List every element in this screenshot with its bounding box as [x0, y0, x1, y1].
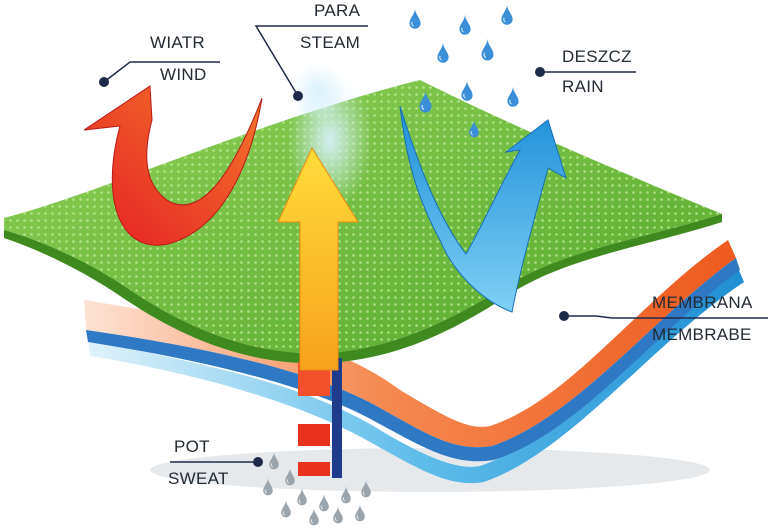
sweat-drop-icon — [332, 506, 344, 524]
water-drop-icon — [500, 4, 514, 26]
sweat-drop-icon — [280, 500, 292, 518]
water-drop-icon — [460, 80, 474, 102]
outer-fabric-edge — [4, 214, 722, 364]
sweat-drop-icon — [354, 504, 366, 522]
label-sweat-pl: POT — [174, 437, 210, 456]
sweat-drop-icon — [296, 488, 308, 506]
wind-arrow-icon — [83, 85, 263, 246]
label-sweat-en: SWEAT — [168, 469, 229, 488]
membrane-layer — [84, 240, 736, 448]
water-drop-icon — [436, 42, 450, 64]
label-membrane-en: MEMBRABE — [652, 325, 752, 344]
water-drop-icon — [480, 38, 495, 62]
rain-arrow-icon — [399, 105, 567, 313]
water-drop-icon — [506, 86, 520, 108]
label-rain-en: RAIN — [562, 77, 604, 96]
water-drop-icon — [408, 8, 422, 30]
sweat-drop-icon — [318, 494, 330, 512]
label-steam-pl: PARA — [314, 1, 361, 20]
label-wind-en: WIND — [160, 65, 207, 84]
label-rain-pl: DESZCZ — [562, 47, 632, 66]
membrane-inner-stripe — [86, 258, 740, 462]
water-drop-icon — [458, 14, 472, 36]
callout-dots — [99, 67, 569, 467]
steam-mist-top — [292, 62, 344, 122]
label-membrane-pl: MEMBRANA — [652, 293, 753, 312]
steam-arrow-icon — [277, 146, 359, 371]
label-steam-en: STEAM — [300, 33, 360, 52]
sweat-drop-icon — [308, 508, 320, 526]
label-wind-pl: WIATR — [150, 33, 205, 52]
